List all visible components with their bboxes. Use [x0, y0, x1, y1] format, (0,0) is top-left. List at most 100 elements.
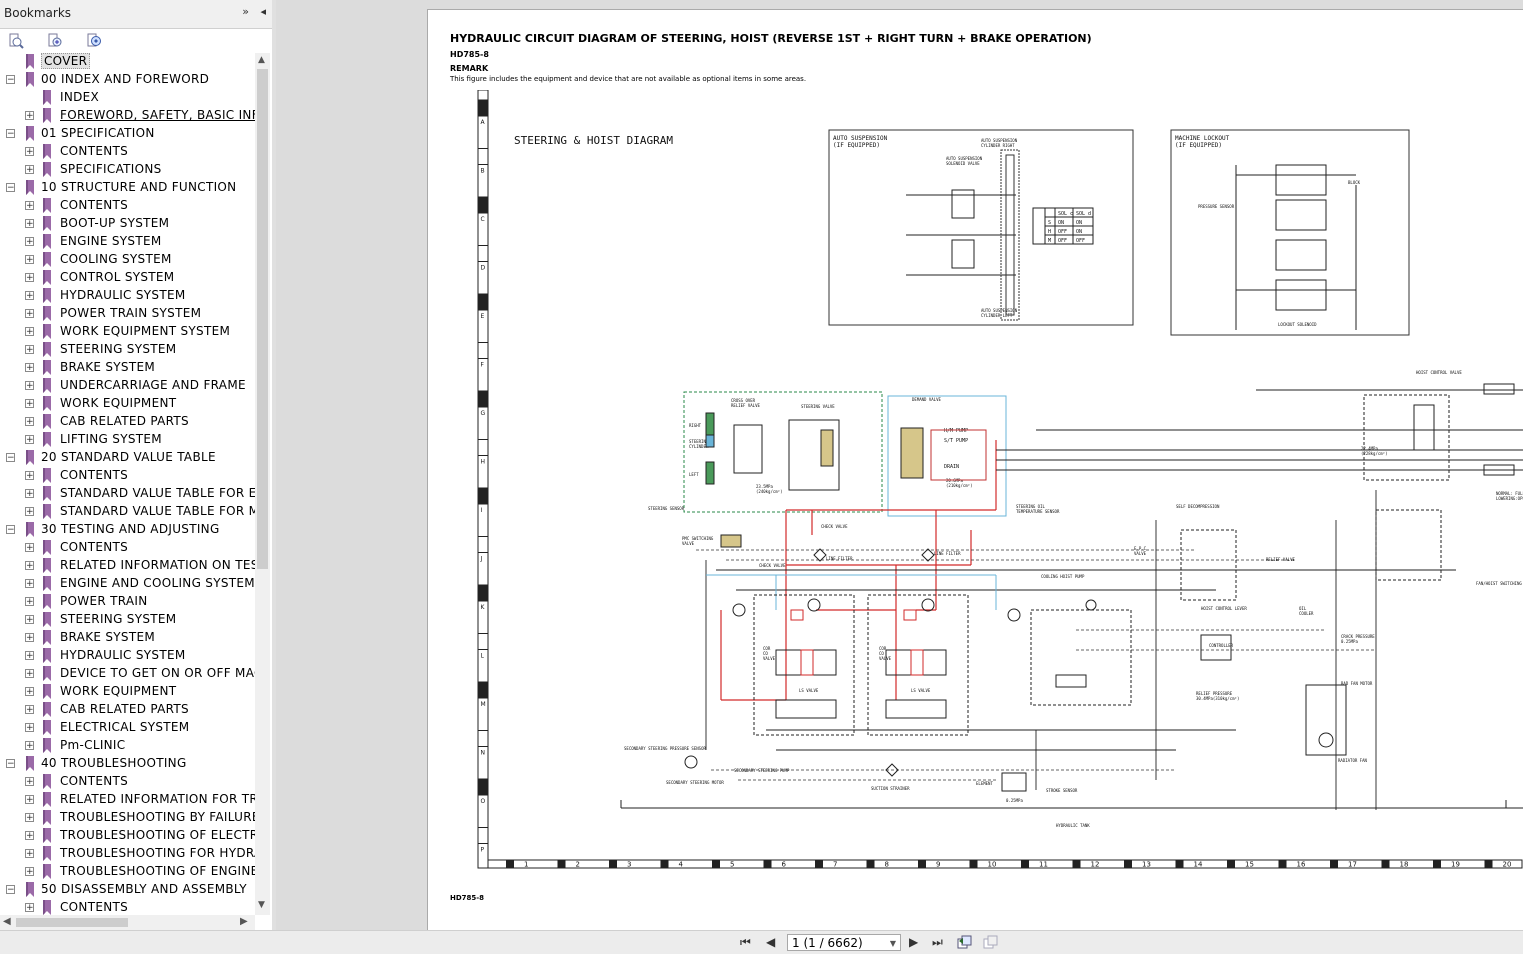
chevron-down-icon[interactable]: ▼: [889, 939, 896, 948]
bookmark-label[interactable]: WORK EQUIPMENT SYSTEM: [60, 324, 231, 338]
expand-icon[interactable]: +: [25, 867, 34, 877]
expand-icon[interactable]: +: [25, 723, 34, 733]
bookmark-item[interactable]: +BRAKE SYSTEM: [0, 359, 255, 377]
bookmark-item[interactable]: −00 INDEX AND FOREWORD: [0, 71, 255, 89]
bookmark-label[interactable]: FOREWORD, SAFETY, BASIC INFO: [60, 108, 255, 122]
bookmark-item[interactable]: +STEERING SYSTEM: [0, 341, 255, 359]
bookmarks-horizontal-scrollbar[interactable]: ◀ ▶: [0, 915, 255, 930]
bookmark-item[interactable]: + UNDERCARRIAGE AND FRAME: [0, 377, 255, 395]
expand-icon[interactable]: +: [25, 597, 34, 607]
expand-icon[interactable]: +: [25, 255, 34, 265]
bookmark-item[interactable]: −40 TROUBLESHOOTING: [0, 755, 255, 773]
bookmark-label[interactable]: CONTROL SYSTEM: [60, 270, 175, 284]
next-view-icon[interactable]: [983, 935, 999, 952]
bookmark-item[interactable]: + CONTROL SYSTEM: [0, 269, 255, 287]
bookmark-item[interactable]: +DEVICE TO GET ON OR OFF MACH: [0, 665, 255, 683]
bookmark-label[interactable]: HYDRAULIC SYSTEM: [60, 648, 186, 662]
bookmark-item[interactable]: +TROUBLESHOOTING OF ENGINE (: [0, 863, 255, 881]
bookmark-label[interactable]: STEERING SYSTEM: [60, 612, 177, 626]
bookmark-item[interactable]: + WORK EQUIPMENT: [0, 395, 255, 413]
bookmark-item[interactable]: COVER: [0, 53, 255, 71]
bookmark-label[interactable]: CONTENTS: [60, 468, 129, 482]
expand-icon[interactable]: +: [25, 669, 34, 679]
expand-icon[interactable]: +: [25, 813, 34, 823]
bookmark-label[interactable]: UNDERCARRIAGE AND FRAME: [60, 378, 246, 392]
bookmark-item[interactable]: +BOOT-UP SYSTEM: [0, 215, 255, 233]
bookmark-item[interactable]: + FOREWORD, SAFETY, BASIC INFO: [0, 107, 255, 125]
expand-icon[interactable]: +: [25, 651, 34, 661]
expand-icon[interactable]: +: [25, 363, 34, 373]
expand-icon[interactable]: +: [25, 381, 34, 391]
bookmark-label[interactable]: ENGINE AND COOLING SYSTEM: [60, 576, 255, 590]
bookmark-item[interactable]: +TROUBLESHOOTING FOR HYDRAU: [0, 845, 255, 863]
bookmark-item[interactable]: INDEX: [0, 89, 255, 107]
bookmark-label[interactable]: STANDARD VALUE TABLE FOR EN: [60, 486, 255, 500]
bookmark-label[interactable]: STANDARD VALUE TABLE FOR MA: [60, 504, 255, 518]
bookmark-item[interactable]: + RELATED INFORMATION ON TEST: [0, 557, 255, 575]
scroll-down-icon[interactable]: ▼: [258, 900, 265, 910]
bookmark-label[interactable]: BRAKE SYSTEM: [60, 630, 155, 644]
bookmark-label[interactable]: TROUBLESHOOTING FOR HYDRAU: [60, 846, 255, 860]
expand-icon[interactable]: +: [25, 777, 34, 787]
bookmark-item[interactable]: + TROUBLESHOOTING OF ELECTRIC: [0, 827, 255, 845]
prev-page-icon[interactable]: ◀: [766, 935, 776, 949]
bookmark-label[interactable]: POWER TRAIN: [60, 594, 148, 608]
expand-icon[interactable]: +: [25, 507, 34, 517]
first-page-icon[interactable]: ⏮: [740, 935, 751, 949]
expand-icon[interactable]: +: [25, 471, 34, 481]
bookmark-label[interactable]: TROUBLESHOOTING OF ELECTRIC: [60, 828, 255, 842]
bookmark-label[interactable]: RELATED INFORMATION FOR TRO: [60, 792, 255, 806]
bookmark-item[interactable]: + SPECIFICATIONS: [0, 161, 255, 179]
bookmark-label[interactable]: WORK EQUIPMENT: [60, 396, 177, 410]
bookmark-item[interactable]: +COOLING SYSTEM: [0, 251, 255, 269]
bookmark-item[interactable]: +CAB RELATED PARTS: [0, 701, 255, 719]
bookmark-item[interactable]: +STEERING SYSTEM: [0, 611, 255, 629]
bookmark-label[interactable]: CAB RELATED PARTS: [60, 414, 189, 428]
expand-all-icon[interactable]: [8, 33, 24, 49]
bookmark-item[interactable]: +BRAKE SYSTEM: [0, 629, 255, 647]
expand-icon[interactable]: +: [25, 831, 34, 841]
bookmark-label[interactable]: 20 STANDARD VALUE TABLE: [41, 450, 216, 464]
expand-icon[interactable]: +: [25, 561, 34, 571]
expand-icon[interactable]: +: [25, 399, 34, 409]
bookmark-label[interactable]: LIFTING SYSTEM: [60, 432, 162, 446]
scroll-up-icon[interactable]: ▲: [258, 55, 265, 65]
bookmark-item[interactable]: +HYDRAULIC SYSTEM: [0, 287, 255, 305]
bookmark-label[interactable]: 40 TROUBLESHOOTING: [41, 756, 187, 770]
bookmarks-vertical-scrollbar[interactable]: ▲ ▼: [255, 53, 270, 915]
bookmark-item[interactable]: + HYDRAULIC SYSTEM: [0, 647, 255, 665]
bookmark-item[interactable]: +STANDARD VALUE TABLE FOR EN: [0, 485, 255, 503]
bookmark-label[interactable]: CONTENTS: [60, 900, 129, 914]
bookmark-item[interactable]: +CONTENTS: [0, 143, 255, 161]
expand-icon[interactable]: +: [25, 309, 34, 319]
bookmark-label[interactable]: ENGINE SYSTEM: [60, 234, 162, 248]
bookmark-label[interactable]: CONTENTS: [60, 540, 129, 554]
bookmark-label[interactable]: POWER TRAIN SYSTEM: [60, 306, 202, 320]
expand-icon[interactable]: +: [25, 273, 34, 283]
expand-icon[interactable]: +: [25, 165, 34, 175]
bookmark-label[interactable]: 50 DISASSEMBLY AND ASSEMBLY: [41, 882, 247, 896]
bookmark-item[interactable]: + CONTENTS: [0, 773, 255, 791]
bookmark-item[interactable]: + POWER TRAIN SYSTEM: [0, 305, 255, 323]
expand-icon[interactable]: +: [25, 111, 34, 121]
bookmark-label[interactable]: SPECIFICATIONS: [60, 162, 162, 176]
last-page-icon[interactable]: ⏭: [932, 935, 943, 949]
collapse-icon[interactable]: −: [6, 525, 15, 535]
bookmark-label[interactable]: Pm-CLINIC: [60, 738, 126, 752]
bookmark-item[interactable]: +CONTENTS: [0, 899, 255, 915]
bookmark-item[interactable]: + POWER TRAIN: [0, 593, 255, 611]
panel-options-icon[interactable]: »: [242, 5, 249, 18]
bookmark-label[interactable]: CONTENTS: [60, 774, 129, 788]
expand-icon[interactable]: +: [25, 417, 34, 427]
bookmark-label[interactable]: RELATED INFORMATION ON TEST: [60, 558, 255, 572]
collapse-icon[interactable]: −: [6, 183, 15, 193]
bookmark-item[interactable]: +CONTENTS: [0, 539, 255, 557]
bookmark-label[interactable]: 10 STRUCTURE AND FUNCTION: [41, 180, 237, 194]
previous-view-icon[interactable]: [957, 935, 973, 952]
expand-icon[interactable]: +: [25, 219, 34, 229]
page-number-input[interactable]: 1 (1 / 6662) ▼: [787, 934, 901, 951]
expand-icon[interactable]: +: [25, 201, 34, 211]
find-bookmark-icon[interactable]: [86, 33, 102, 49]
bookmark-label[interactable]: COVER: [41, 53, 91, 69]
add-bookmark-icon[interactable]: [47, 33, 63, 49]
